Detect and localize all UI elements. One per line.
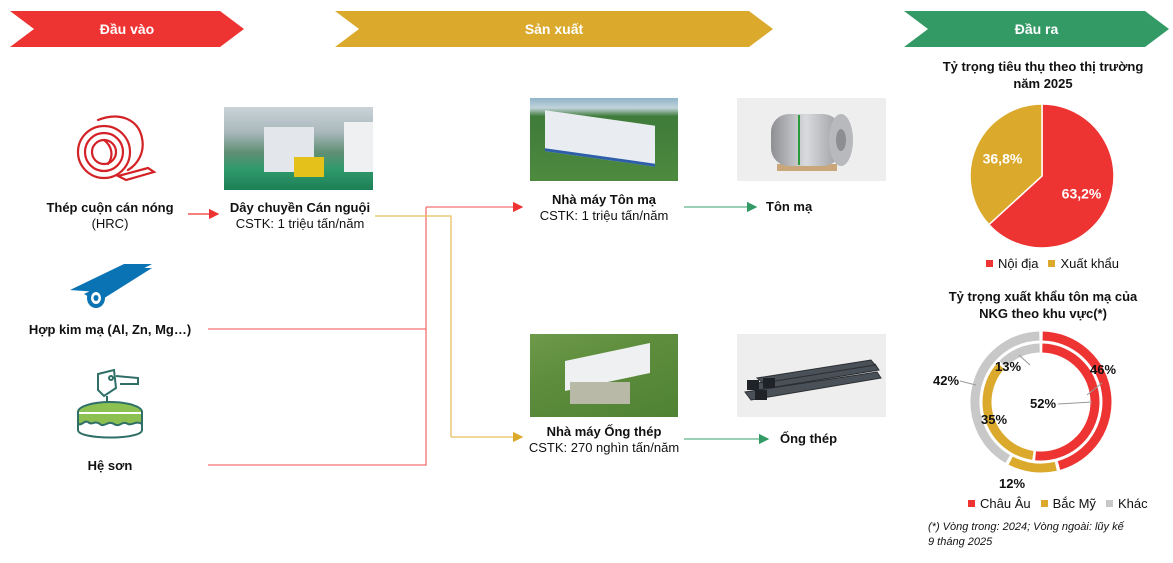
stage-banner-input: Đầu vào [10,11,244,47]
legend-swatch [968,500,975,507]
galvanized-coil-photo [737,98,886,181]
outer-ring-segment-0 [1042,331,1112,470]
steel-pipe-product-icon [744,359,882,401]
legend-swatch [986,260,993,267]
outer-ring-label-1: 12% [999,476,1025,491]
footnote-line1: (*) Vòng trong: 2024; Vòng ngoài: lũy kế [928,521,1124,533]
inner-ring-label-0: 52% [1030,396,1056,411]
input-hrc-subtitle: (HRC) [91,216,129,231]
galvanizing-plant: Nhà máy Tôn mạ CSTK: 1 triệu tấn/năm [514,192,694,224]
legend-item-other: Khác [1105,496,1148,511]
legend-item-north-america: Bắc Mỹ [1040,496,1096,511]
input-alloy-title: Hợp kim mạ (Al, Zn, Mg…) [28,322,192,337]
galvanizing-plant-photo [530,98,678,181]
legend-swatch [1048,260,1056,267]
chevron-shape [904,11,1169,47]
chart1-legend: Nội địa Xuất khẩu [986,256,1119,271]
cold-rolling-line: Dây chuyền Cán nguội CSTK: 1 triệu tấn/n… [210,200,390,232]
legend-item-domestic: Nội địa [986,256,1038,271]
pie-slice-0 [987,103,1115,249]
stage-label-output: Đầu ra [1014,21,1059,37]
line-paint-input [208,207,427,466]
stage-banner-production: Sản xuất [335,11,773,47]
chart2-title-line1: Tỷ trọng xuất khẩu tôn mạ của [948,289,1138,304]
chevron-shape [335,11,773,47]
export-region-donut-chart: 52% 35% 13% 46% 12% 42% [933,331,1116,491]
pipe-plant-title: Nhà máy Ống thép [546,424,662,439]
pie-label-1: 36,8% [983,151,1023,167]
pipe-plant-photo [530,334,678,417]
legend-item-europe: Châu Âu [968,496,1031,511]
outer-ring-label-0: 46% [1090,362,1116,377]
chart2-legend: Châu Âu Bắc Mỹ Khác [968,496,1148,511]
steel-coil-product-icon [771,114,853,171]
market-share-pie-chart: 63,2% 36,8% [969,103,1115,249]
leader-line [959,380,977,386]
pie-label-0: 63,2% [1062,185,1102,201]
input-hrc-title: Thép cuộn cán nóng [46,200,174,215]
galvanizing-plant-capacity: CSTK: 1 triệu tấn/năm [539,208,669,223]
product-pipe: Ống thép [780,431,860,447]
legend-label: Bắc Mỹ [1052,496,1096,511]
chart1-title: Tỷ trọng tiêu thụ theo thị trường năm 20… [918,58,1168,92]
legend-label: Châu Âu [980,496,1031,511]
product-pipe-title: Ống thép [780,431,838,446]
cold-rolling-capacity: CSTK: 1 triệu tấn/năm [235,216,365,231]
cold-rolling-photo [224,107,373,190]
leader-line [1057,401,1093,405]
inner-ring-segment-2 [999,343,1040,368]
product-galvanized-title: Tôn mạ [766,199,813,214]
stage-label-input: Đầu vào [99,21,155,37]
outer-ring-segment-1 [1008,456,1057,473]
paint-tank-icon [77,368,143,439]
inner-ring-segment-0 [1035,343,1100,461]
line-cold-rolling-output [375,215,452,437]
legend-swatch [1040,500,1048,507]
galvanizing-plant-title: Nhà máy Tôn mạ [551,192,657,207]
alloy-roll-icon [70,264,152,308]
legend-label: Khác [1117,496,1148,511]
inner-ring-label-1: 35% [981,412,1007,427]
leader-line [1018,354,1031,366]
inner-ring-label-2: 13% [995,359,1021,374]
chevron-shape [10,11,244,47]
chart1-title-line2: năm 2025 [1013,76,1073,91]
input-alloy: Hợp kim mạ (Al, Zn, Mg…) [12,322,208,338]
stage-banner-output: Đầu ra [904,11,1169,47]
legend-label: Nội địa [998,256,1039,271]
steel-coil-icon [76,115,157,182]
chart2-title-line2: NKG theo khu vực(*) [979,306,1107,321]
legend-label: Xuất khẩu [1060,256,1120,271]
stage-label-production: Sản xuất [524,21,584,37]
cold-rolling-title: Dây chuyền Cán nguội [229,200,371,215]
chart2-footnote: (*) Vòng trong: 2024; Vòng ngoài: lũy kế… [928,520,1168,550]
input-paint: Hệ sơn [20,458,200,474]
pipe-plant: Nhà máy Ống thép CSTK: 270 nghìn tấn/năm [514,424,694,456]
inner-ring-segment-1 [982,363,1034,460]
outer-ring-label-2: 42% [933,373,959,388]
steel-pipe-photo [737,334,886,417]
chart1-title-line1: Tỷ trọng tiêu thụ theo thị trường [942,59,1144,74]
chart2-title: Tỷ trọng xuất khẩu tôn mạ của NKG theo k… [918,288,1168,322]
leader-line [1086,382,1103,396]
input-hrc: Thép cuộn cán nóng (HRC) [20,200,200,232]
product-galvanized: Tôn mạ [766,199,826,215]
input-paint-title: Hệ sơn [87,458,133,473]
legend-item-export: Xuất khẩu [1048,256,1119,271]
pipe-plant-capacity: CSTK: 270 nghìn tấn/năm [528,440,680,455]
footnote-line2: 9 tháng 2025 [928,536,993,548]
outer-ring-segment-2 [970,331,1040,463]
legend-swatch [1105,500,1113,507]
pie-slice-1 [969,103,1043,226]
